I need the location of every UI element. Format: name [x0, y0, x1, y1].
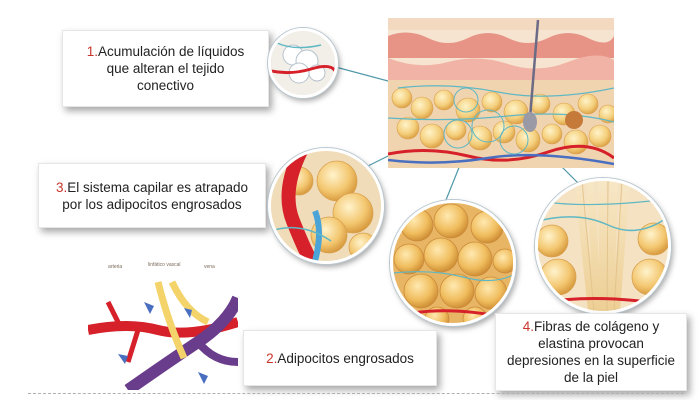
vascular-label-artery: arteria	[108, 264, 123, 270]
label-4-text-line-3: depresiones en la superficie	[506, 353, 676, 368]
label-card-1: 1.Acumulación de líquidos que alteran el…	[62, 30, 269, 107]
capillary-fat-circle	[268, 148, 384, 264]
fat-cells-circle	[390, 200, 516, 326]
label-4-number: 4.	[522, 319, 534, 334]
label-4-text-line-1: Fibras de colágeno y	[533, 319, 660, 334]
label-1-text-line-1: Acumulación de líquidos	[97, 44, 245, 59]
label-2-text: Adipocitos engrosados	[277, 350, 414, 366]
label-1-text-line-3: conectivo	[136, 78, 195, 93]
label-4-text-line-4: de la piel	[563, 370, 619, 385]
vascular-label-lymph: linfático vascal	[148, 262, 181, 268]
dashed-divider	[28, 393, 684, 394]
vascular-network-image: arteria linfático vascal vena	[87, 262, 244, 395]
label-card-2: 2.Adipocitos engrosados	[243, 330, 437, 386]
skin-cross-section-image	[388, 18, 614, 168]
label-3-number: 3.	[55, 179, 68, 195]
fluid-cells-circle	[268, 28, 338, 98]
label-4-text-line-2: elastina provocan	[538, 336, 644, 351]
label-card-3: 3.El sistema capilar es atrapado por los…	[38, 163, 266, 228]
collagen-fibers-circle	[535, 178, 671, 314]
vascular-label-vein: vena	[204, 264, 215, 270]
label-3-text-line-1: El sistema capilar es atrapado	[67, 179, 249, 195]
label-1-number: 1.	[86, 44, 98, 59]
label-3-text-line-2: por los adipocitos engrosados	[62, 196, 242, 212]
label-1-text-line-2: que alteran el tejido	[106, 61, 225, 76]
label-2-number: 2.	[266, 350, 278, 366]
label-card-4: 4.Fibras de colágeno y elastina provocan…	[495, 313, 687, 391]
